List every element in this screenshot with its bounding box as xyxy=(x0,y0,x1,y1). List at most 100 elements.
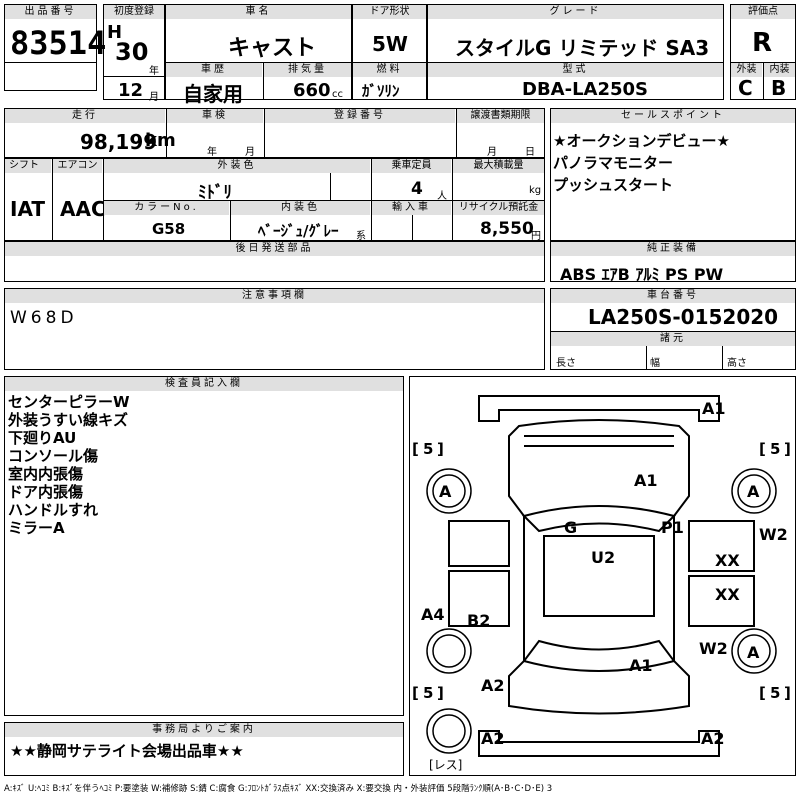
rear-bumper-left-mark: A2 xyxy=(481,729,505,748)
inspector-note: 外装うすい線キズ xyxy=(8,411,129,429)
recycle: 8,550 xyxy=(480,219,534,239)
interior-header: 内装 xyxy=(764,63,795,77)
length-label: 長さ xyxy=(556,358,576,369)
kei-unit: 系 xyxy=(356,231,366,242)
right-door-rear-mark: XX xyxy=(715,585,740,604)
right-front-fender-mark: W2 xyxy=(759,525,788,544)
inspector-note: 室内内張傷 xyxy=(8,465,84,483)
fuel-header: 燃料 xyxy=(353,63,426,77)
history: 自家用 xyxy=(183,82,243,106)
persons-unit: 人 xyxy=(437,191,447,202)
office-note: ★★静岡サテライト会場出品車★★ xyxy=(10,742,244,760)
transfer-header: 譲渡書類期限 xyxy=(457,109,544,123)
equipment: ABS ｴｱB ｱﾙﾐ PS PW xyxy=(560,265,724,284)
notes: W68D xyxy=(10,308,78,328)
reg-year: 30 xyxy=(115,38,149,66)
office-box xyxy=(4,722,404,776)
car-diagram: A A A A1 A1 G P1 U2 A4 B2 A1 A2 A2 A2 W2… xyxy=(412,395,791,772)
rear-left-mark: A2 xyxy=(481,676,505,695)
lot-header: 出品番号 xyxy=(5,5,96,19)
tire-depth-fl: [ xyxy=(412,440,419,458)
color-no: G58 xyxy=(152,220,186,238)
grade: スタイルG リミテッド SA3 xyxy=(455,36,710,60)
quarter-left-mark: B2 xyxy=(467,611,490,630)
roof-mark: U2 xyxy=(591,548,615,567)
model-header: 型式 xyxy=(428,63,723,77)
shift-header: シフト xyxy=(5,159,51,173)
inspector-note: コンソール傷 xyxy=(8,447,99,465)
sales-point: パノラマモニター xyxy=(553,154,674,172)
pillar-mark: P1 xyxy=(661,518,684,537)
yen-unit: 円 xyxy=(531,231,541,242)
svg-text:[: [ xyxy=(412,684,419,702)
aircon-header: エアコン xyxy=(53,159,102,173)
int-color: ﾍﾞｰｼﾞｭ/ｸﾞﾚｰ xyxy=(258,222,339,240)
inspector-note: ミラーA xyxy=(8,519,65,537)
displacement: 660 xyxy=(293,80,331,101)
notes-box xyxy=(4,288,545,370)
insp-year-unit: 年 xyxy=(207,147,217,158)
reg-month: 12 xyxy=(118,80,144,101)
right-quarter-mark: W2 xyxy=(699,639,728,658)
model-cell xyxy=(427,62,724,100)
hood-mark: A1 xyxy=(634,471,658,490)
tire-depth-fl-value: 5 xyxy=(423,440,433,458)
first-reg-header: 初度登録 xyxy=(104,5,164,19)
chassis: LA250S-0152020 xyxy=(588,305,779,329)
genuine-header: 純正装備 xyxy=(551,242,795,256)
svg-text:]: ] xyxy=(437,684,444,702)
inspector-header: 検査員記入欄 xyxy=(5,377,403,391)
first-reg-cell xyxy=(103,4,165,100)
inspector-note: ハンドルすれ xyxy=(8,501,99,519)
later-parts-box xyxy=(4,241,545,282)
sales-point: ★オークションデビュー★ xyxy=(553,132,730,150)
genuine-box xyxy=(550,241,796,282)
chassis-header: 車台番号 xyxy=(551,289,795,303)
svg-text:]: ] xyxy=(784,440,791,458)
sales-points-list: ★オークションデビュー★ パノラマモニター プッシュスタート xyxy=(553,130,730,196)
inspector-notes: センターピラーW 外装うすい線キズ 下廻りAU コンソール傷 室内内張傷 ドア内… xyxy=(8,393,130,537)
rear-fender-left-mark: A4 xyxy=(421,605,445,624)
interior-grade: B xyxy=(771,76,787,100)
mileage-header: 走行 xyxy=(5,109,165,123)
windshield-mark: G xyxy=(564,518,577,537)
capacity: 4 xyxy=(411,179,423,199)
legend: A:ｷｽﾞ U:ﾍｺﾐ B:ｷｽﾞを伴うﾍｺﾐ P:要塗装 W:補修跡 S:錆 … xyxy=(4,784,553,794)
int-color-header: 内装色 xyxy=(231,201,370,215)
svg-text:]: ] xyxy=(437,440,444,458)
sales-point: プッシュスタート xyxy=(553,176,674,194)
spare-label: [レス] xyxy=(429,758,462,772)
aircon: AAC xyxy=(60,197,106,221)
score-header: 評価点 xyxy=(731,5,795,19)
specs-block xyxy=(4,158,545,241)
month-unit: 月 xyxy=(149,92,159,103)
door-header: ドア形状 xyxy=(353,5,426,19)
exterior-grade: C xyxy=(738,76,753,100)
sales-points-box xyxy=(550,108,796,241)
wheel-fl-mark: A xyxy=(439,482,452,501)
svg-text:]: ] xyxy=(784,684,791,702)
right-door-front-mark: XX xyxy=(715,551,740,570)
max-load-header: 最大積載量 xyxy=(453,159,544,173)
insp-month-unit: 月 xyxy=(245,147,255,158)
history-header: 車歴 xyxy=(166,63,262,77)
history-cell xyxy=(165,62,352,100)
chassis-box xyxy=(550,288,796,370)
ext-color: ﾐﾄﾞﾘ xyxy=(198,183,232,203)
sales-points-header: セールスポイント xyxy=(551,109,795,123)
rear-bumper-right-mark: A2 xyxy=(701,729,725,748)
reg-no-header: 登録番号 xyxy=(265,109,455,123)
shift: IAT xyxy=(10,197,46,221)
width-label: 幅 xyxy=(650,358,660,369)
year-prefix: H xyxy=(107,22,123,43)
wheel-fr-mark: A xyxy=(747,482,760,501)
capacity-header: 乗車定員 xyxy=(372,159,451,173)
tire-depth-fr-value: 5 xyxy=(770,440,780,458)
tire-depth-rr-value: 5 xyxy=(770,684,780,702)
fuel: ｶﾞｿﾘﾝ xyxy=(362,82,400,100)
grade-header: グレード xyxy=(428,5,723,19)
inspector-note: センターピラーW xyxy=(8,393,130,411)
wheel-rr-mark: A xyxy=(747,643,760,662)
front-bumper-mark: A1 xyxy=(702,399,726,418)
score: R xyxy=(752,28,773,58)
